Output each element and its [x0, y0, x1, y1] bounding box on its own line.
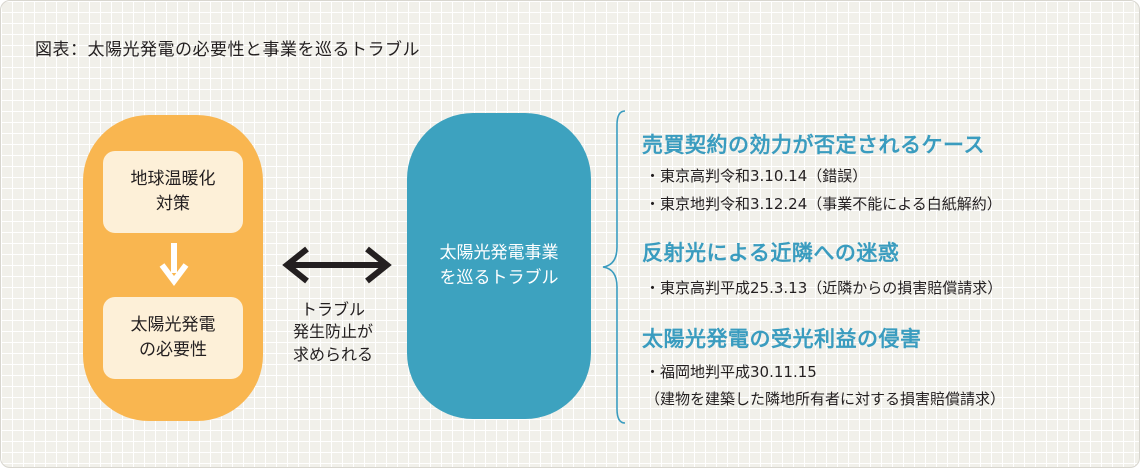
left-brace-icon — [602, 110, 626, 424]
global-warming-line-1: 地球温暖化 — [130, 169, 216, 190]
case-item: ・東京地判令和3.12.24（事業不能による白紙解約） — [645, 195, 1002, 213]
case-item: ・東京高判令和3.10.14（錯誤） — [645, 167, 868, 185]
prevention-line-2: 発生防止が — [292, 322, 373, 342]
trouble-prevention-note: トラブル 発生防止が 求められる — [263, 299, 403, 366]
solar-necessity-line-2: の必要性 — [139, 340, 207, 360]
arrow-down-icon — [159, 243, 189, 286]
case-heading-contract-validity: 売買契約の効力が否定されるケース — [642, 133, 985, 157]
double-arrow-icon — [282, 246, 392, 284]
case-heading-light-receiving-interest: 太陽光発電の受光利益の侵害 — [642, 327, 922, 351]
global-warming-box: 地球温暖化 対策 — [103, 151, 243, 233]
solar-necessity-line-1: 太陽光発電 — [130, 315, 216, 336]
case-heading-reflected-light: 反射光による近隣への迷惑 — [642, 241, 900, 265]
trouble-node-line-2: を巡るトラブル — [439, 268, 559, 288]
prevention-line-1: トラブル — [300, 300, 365, 319]
case-item: ・福岡地判平成30.11.15 — [645, 363, 817, 381]
trouble-node-line-1: 太陽光発電事業 — [439, 243, 559, 264]
case-item: （建物を建築した隣地所有者に対する損害賠償請求） — [645, 390, 1006, 408]
solar-business-trouble-node: 太陽光発電事業 を巡るトラブル — [407, 113, 591, 419]
global-warming-line-2: 対策 — [156, 194, 190, 214]
figure-title: 図表：太陽光発電の必要性と事業を巡るトラブル — [35, 40, 420, 60]
case-item: ・東京高判平成25.3.13（近隣からの損害賠償請求） — [645, 279, 1003, 297]
solar-necessity-box: 太陽光発電 の必要性 — [103, 297, 243, 379]
prevention-line-3: 求められる — [292, 344, 373, 364]
